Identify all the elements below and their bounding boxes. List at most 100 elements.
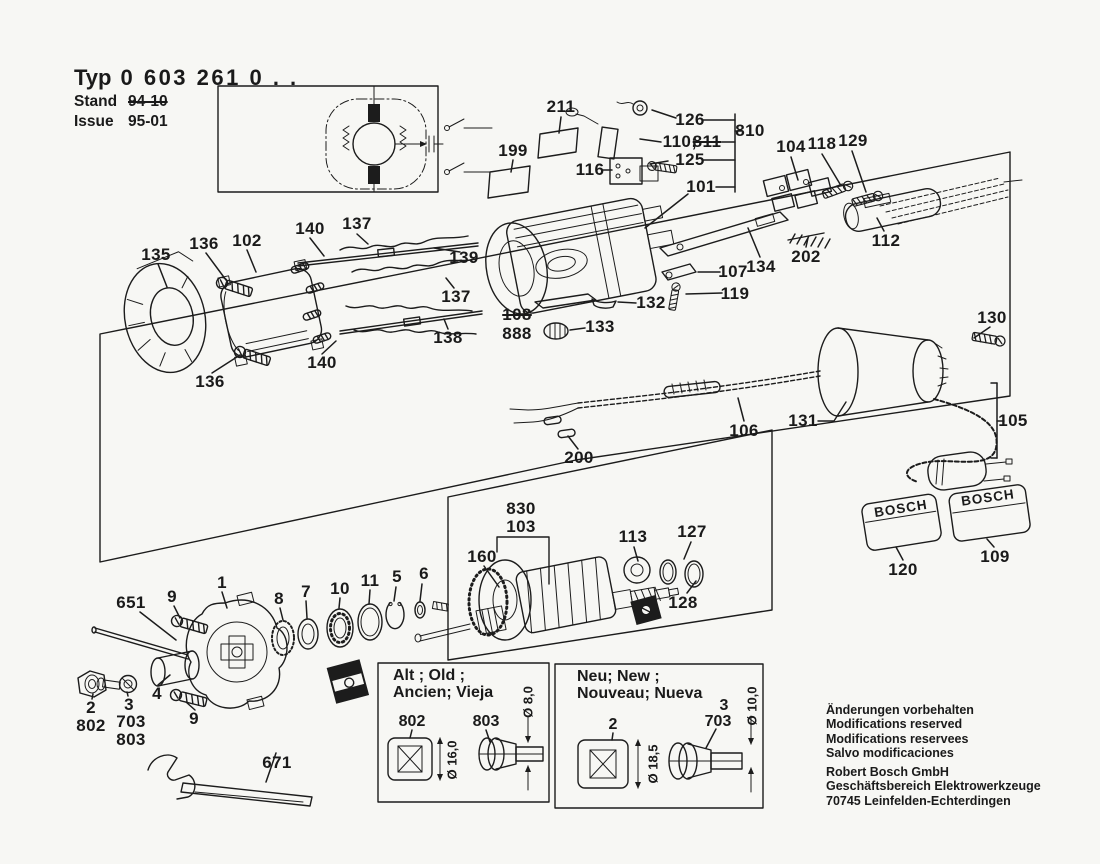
part-label-119: 119 <box>720 284 750 303</box>
part-label-105: 105 <box>998 411 1028 430</box>
spring-202 <box>787 232 831 249</box>
old-box-title-line1: Alt ; Old ; <box>393 667 465 684</box>
part-label-140: 140 <box>295 219 325 238</box>
part-label-140: 140 <box>307 353 337 372</box>
old-box-title: Alt ; Old ; Ancien; Vieja <box>393 667 493 702</box>
spindle-head-1 <box>185 591 288 711</box>
part-label-160: 160 <box>467 547 497 566</box>
part-label-139: 139 <box>449 248 479 267</box>
issue-label: Issue <box>74 113 114 131</box>
cover-plate-108 <box>534 293 597 309</box>
new-box-drawings <box>577 715 754 793</box>
part-label-118: 118 <box>807 134 837 153</box>
new-box-part-703: 703 <box>704 713 732 730</box>
part-label-113: 113 <box>618 527 648 546</box>
new-box-title-line1: Neu; New ; <box>577 668 660 685</box>
new-box-part-3: 3 <box>719 697 729 714</box>
collet-3 <box>96 674 138 694</box>
part-label-671: 671 <box>262 753 292 772</box>
part-label-202: 202 <box>791 247 821 266</box>
old-box-drawings <box>387 715 544 791</box>
part-label-120: 120 <box>888 560 918 579</box>
part-label-132: 132 <box>636 293 666 312</box>
marker-block <box>326 659 370 704</box>
part-label-116: 116 <box>575 160 605 179</box>
part-label-5: 5 <box>392 567 402 586</box>
screw-130 <box>971 330 1007 348</box>
screw-118 <box>821 179 855 201</box>
part-label-9: 9 <box>189 709 199 728</box>
part-label-131: 131 <box>788 411 818 430</box>
sleeve-4 <box>150 650 200 687</box>
text-line: Modifications reservees <box>826 731 969 746</box>
part-label-4: 4 <box>152 684 162 703</box>
part-label-811: 811 <box>692 132 722 151</box>
text-line: Geschäftsbereich Elektrowerkzeuge <box>826 779 1041 794</box>
leader-lines <box>91 109 1005 783</box>
handle-112 <box>843 177 1023 232</box>
part-label-112: 112 <box>871 231 901 250</box>
old-box-dim-8: Ø 8,0 <box>520 686 536 718</box>
part-label-130: 130 <box>977 308 1007 327</box>
part-label-10: 10 <box>330 579 350 598</box>
part-label-810: 810 <box>735 121 765 140</box>
issue-line: Issue 95-01 <box>74 113 299 130</box>
old-box-part-802: 802 <box>398 713 426 730</box>
part-label-9: 9 <box>167 587 177 606</box>
sleeve-131 <box>817 327 949 417</box>
pins-140 <box>289 261 333 345</box>
lock-lever-107 <box>661 263 697 281</box>
sticker-211 <box>537 127 579 159</box>
part-label-135: 135 <box>141 245 171 264</box>
old-box-title-line2: Ancien; Vieja <box>393 684 494 702</box>
wiring-schematic <box>217 85 493 193</box>
text-line: Modifications reserved <box>826 717 963 732</box>
part-label-133: 133 <box>585 317 615 336</box>
typ-value: 0 603 261 0 . . <box>120 65 299 90</box>
switch-group <box>565 100 678 185</box>
stand-label: Stand <box>74 93 118 111</box>
new-box-dim-100: Ø 10,0 <box>744 686 760 726</box>
part-label-127: 127 <box>677 522 707 541</box>
new-box-title: Neu; New ; Nouveau; Nueva <box>577 668 702 703</box>
part-label-3: 3 <box>124 695 134 714</box>
part-label-2: 2 <box>86 698 96 717</box>
part-label-199: 199 <box>498 141 528 160</box>
power-cord-105 <box>906 398 1013 491</box>
new-box-dim-185: Ø 18,5 <box>645 744 661 784</box>
text-line: Änderungen vorbehalten <box>826 703 974 717</box>
typ-label: Typ <box>74 65 112 90</box>
part-label-101: 101 <box>686 177 716 196</box>
part-label-200: 200 <box>564 448 594 467</box>
part-label-11: 11 <box>360 571 380 590</box>
part-label-110: 110; <box>662 132 698 151</box>
new-box-title-line2: Nouveau; Nueva <box>577 685 703 703</box>
part-label-888: 888 <box>502 324 532 343</box>
part-label-134: 134 <box>746 257 776 276</box>
issue-value: 95-01 <box>128 113 168 131</box>
ferrules-200 <box>543 415 576 439</box>
part-label-106: 106 <box>729 421 759 440</box>
part-label-128: 128 <box>668 593 698 612</box>
text-line: 70745 Leinfelden-Echterdingen <box>826 793 1011 808</box>
part-label-126: 126 <box>675 110 705 129</box>
nut-2 <box>77 670 107 698</box>
nameplate-109 <box>948 484 1031 542</box>
part-label-651: 651 <box>116 593 146 612</box>
part-label-125: 125 <box>675 150 705 169</box>
part-label-109: 109 <box>980 547 1010 566</box>
nameplate-120 <box>861 493 942 551</box>
part-label-137: 137 <box>342 214 372 233</box>
part-label-6: 6 <box>419 564 429 583</box>
cable-106 <box>509 370 821 424</box>
part-label-103: 103 <box>506 517 536 536</box>
small-rings <box>271 601 449 656</box>
motor-housing <box>485 197 675 315</box>
part-label-102: 102 <box>232 231 262 250</box>
